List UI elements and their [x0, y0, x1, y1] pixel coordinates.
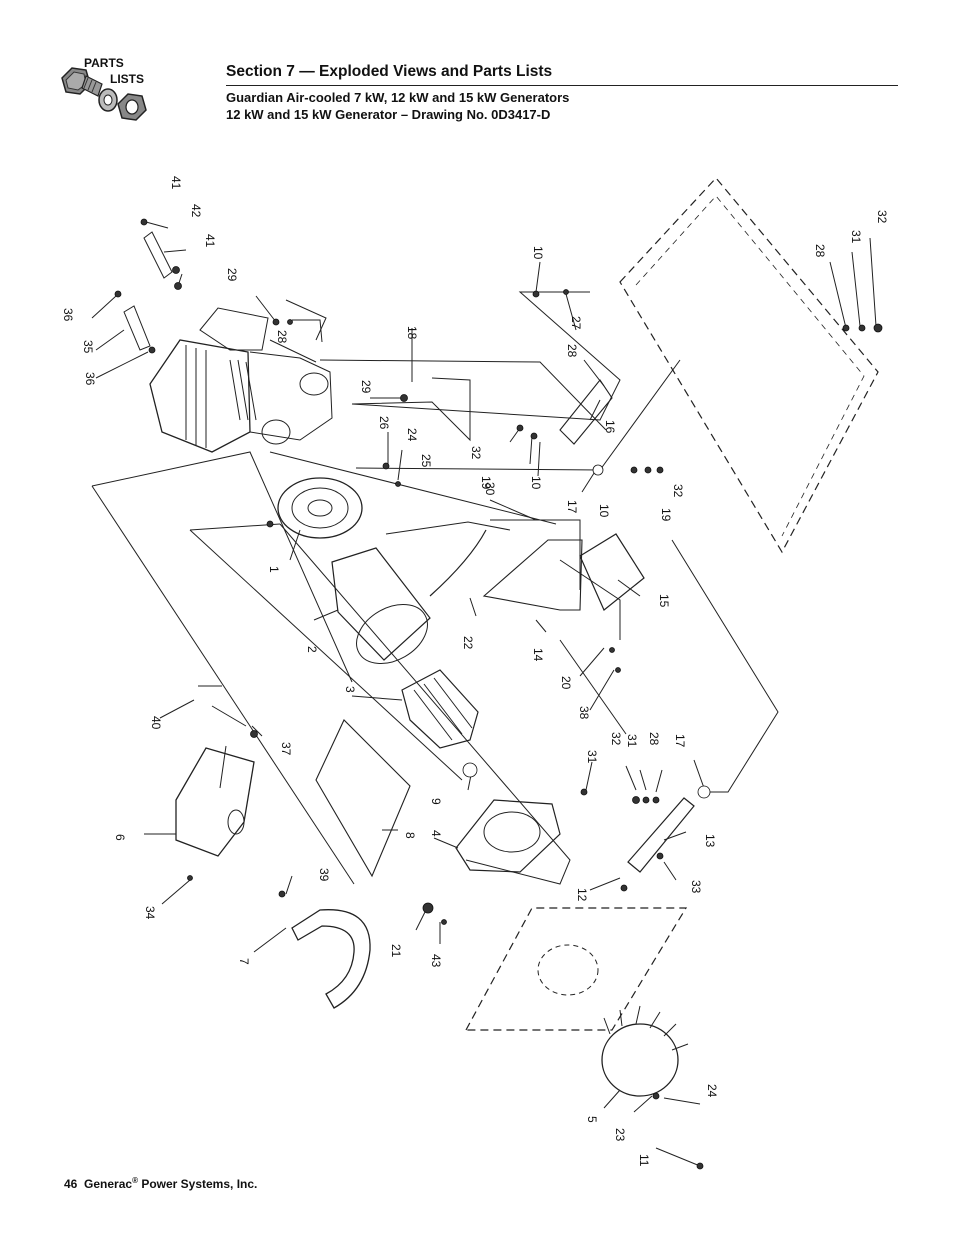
- callout: 8: [403, 832, 417, 839]
- callout: 41: [203, 234, 217, 248]
- callout: 31: [849, 230, 863, 244]
- callout: 36: [83, 372, 97, 386]
- assembly-line: [91, 451, 353, 683]
- callout: 25: [419, 454, 433, 468]
- callout: 10: [529, 476, 543, 490]
- callout: 32: [469, 446, 483, 460]
- part-35-tube: [123, 305, 151, 351]
- part-3-rotor: [401, 669, 479, 749]
- part-4-end-bracket: [455, 799, 561, 873]
- callout: 5: [585, 1116, 599, 1123]
- callout: 42: [189, 204, 203, 218]
- logo-text-lists: LISTS: [110, 72, 145, 86]
- callout: 17: [565, 500, 579, 514]
- callout: 6: [113, 834, 127, 841]
- registered-mark: ®: [132, 1176, 138, 1185]
- subtitle-drawing-number: 12 kW and 15 kW Generator – Drawing No. …: [226, 107, 551, 122]
- callout: 15: [657, 594, 671, 608]
- callout: 32: [671, 484, 685, 498]
- callout: 7: [237, 958, 251, 965]
- part-1-carrier: [277, 477, 363, 539]
- parts-lists-logo: PARTS LISTS: [58, 56, 158, 126]
- callout: 30: [483, 482, 497, 496]
- callout: 14: [531, 648, 545, 662]
- company-name: Generac: [84, 1177, 133, 1191]
- callout: 29: [225, 268, 239, 282]
- callout: 28: [275, 330, 289, 344]
- part-6-muffler: [175, 747, 255, 857]
- callout: 10: [597, 504, 611, 518]
- part-13-bracket: [627, 797, 695, 873]
- callout: 28: [565, 344, 579, 358]
- callout: 40: [149, 716, 163, 730]
- part-2-stator-housing: [331, 547, 431, 664]
- callout: 33: [689, 880, 703, 894]
- part-22-band: [429, 529, 487, 597]
- callout: 24: [705, 1084, 719, 1098]
- company-suffix: Power Systems, Inc.: [141, 1177, 258, 1191]
- part-42-tube: [143, 231, 173, 279]
- callout: 41: [169, 176, 183, 190]
- callout: 17: [673, 734, 687, 748]
- nut-bolt-washer-icon: [61, 67, 147, 121]
- section-title: Section 7 — Exploded Views and Parts Lis…: [226, 62, 898, 86]
- callout-labels: 41 42 41 36 35 36 29 28 10 27 28 18 29 2…: [61, 176, 889, 1167]
- callout: 21: [389, 944, 403, 958]
- callout: 31: [585, 750, 599, 764]
- callout: 32: [875, 210, 889, 224]
- part-15-panel: [579, 533, 645, 611]
- subtitle-generators: Guardian Air-cooled 7 kW, 12 kW and 15 k…: [226, 90, 570, 105]
- callout: 9: [429, 798, 443, 805]
- callout: 1: [267, 566, 281, 573]
- callout: 37: [279, 742, 293, 756]
- page-number: 46: [64, 1177, 78, 1191]
- callout: 23: [613, 1128, 627, 1142]
- part-8-shroud: [315, 719, 411, 878]
- callout: 34: [143, 906, 157, 920]
- callout: 35: [81, 340, 95, 354]
- callout: 32: [609, 732, 623, 746]
- callout: 19: [659, 508, 673, 522]
- part-14-panel: [482, 539, 583, 611]
- callout: 27: [569, 316, 583, 330]
- page-footer: 46 Generac® Power Systems, Inc.: [64, 1176, 257, 1191]
- callout: 19: [479, 476, 493, 490]
- callout: 3: [343, 686, 357, 693]
- callout: 2: [305, 646, 319, 653]
- callout: 28: [813, 244, 827, 258]
- callout: 13: [703, 834, 717, 848]
- part-5-fan: [601, 1005, 689, 1097]
- callout: 16: [603, 420, 617, 434]
- callout: 4: [429, 830, 443, 837]
- enclosure-end-panel: [464, 907, 688, 1031]
- callout: 38: [577, 706, 591, 720]
- callout: 24: [405, 428, 419, 442]
- engine: [149, 299, 333, 453]
- enclosure-side-panel: [619, 177, 879, 554]
- callout: 22: [461, 636, 475, 650]
- page-header: Section 7 — Exploded Views and Parts Lis…: [226, 62, 898, 123]
- callout: 11: [637, 1154, 651, 1167]
- callout: 43: [429, 954, 443, 968]
- callout: 36: [61, 308, 75, 322]
- part-16-bracket: [559, 379, 613, 445]
- callout: 31: [625, 734, 639, 748]
- callout: 18: [405, 326, 419, 340]
- callout: 28: [647, 732, 661, 746]
- callout: 26: [377, 416, 391, 430]
- callout: 29: [359, 380, 373, 394]
- callout: 39: [317, 868, 331, 882]
- logo-text-parts: PARTS: [84, 56, 124, 70]
- callout: 20: [559, 676, 573, 690]
- callout: 10: [531, 246, 545, 260]
- callout: 12: [575, 888, 589, 902]
- part-7-exhaust-pipe: [291, 909, 371, 1009]
